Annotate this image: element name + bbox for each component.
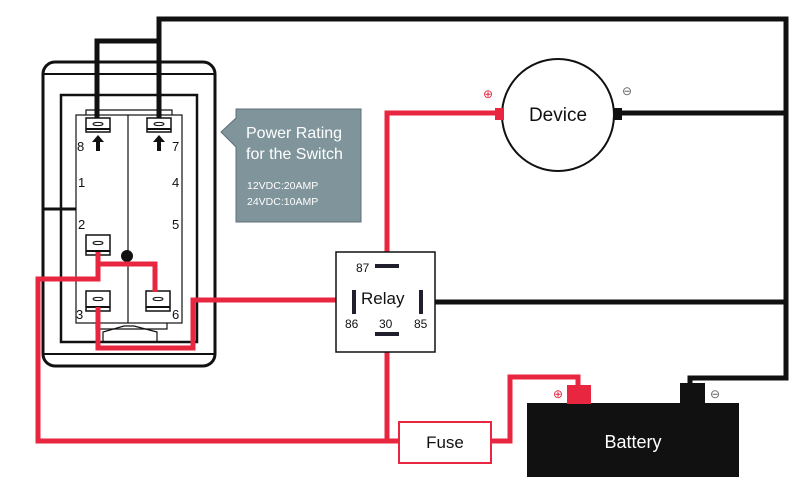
- switch-contact-panel: [75, 114, 183, 324]
- battery-body: [527, 403, 739, 477]
- pin-label-5: 5: [172, 217, 179, 232]
- arrow-up-icon-pin7: [153, 135, 165, 151]
- switch-inner-frame: [59, 93, 199, 344]
- positive-wires: [35, 110, 581, 444]
- callout-title-line1: Power Rating: [246, 125, 342, 142]
- terminal-8: [85, 117, 111, 133]
- pin-label-8: 8: [77, 139, 84, 154]
- relay-pin-30-label: 30: [379, 317, 393, 331]
- terminal-2: [85, 234, 111, 256]
- callout-rating-12v: 12VDC:20AMP: [247, 180, 318, 192]
- fuse-box: [398, 421, 492, 464]
- fuse-label: Fuse: [426, 433, 464, 452]
- relay-label: Relay: [361, 289, 405, 308]
- rocker-switch: 8 7 1 4 2 5 3 6: [41, 60, 217, 368]
- arrow-up-icon-pin8: [92, 135, 104, 151]
- battery-negative-icon: ⊖: [710, 387, 720, 401]
- device-label: Device: [529, 105, 587, 126]
- wire-pin2-to-pin6: [98, 261, 158, 292]
- relay-pin-85-label: 85: [414, 317, 428, 331]
- relay-pin-85-bar: [419, 290, 423, 314]
- device-negative-terminal: [613, 108, 622, 120]
- pin-label-1: 1: [78, 175, 85, 190]
- wire-relay87-to-device: [384, 110, 500, 266]
- pin-label-3: 3: [76, 307, 83, 322]
- device: Device ⊕ ⊖: [483, 58, 632, 172]
- switch-outer-housing: [41, 60, 217, 368]
- terminal-6: [145, 290, 171, 312]
- battery: Battery ⊕ ⊖: [527, 383, 739, 477]
- wire-pin3-to-relay86: [95, 297, 348, 351]
- relay-pin-86-bar: [352, 290, 356, 314]
- power-rating-callout: Power Rating for the Switch 12VDC:20AMP …: [220, 108, 362, 223]
- switch-top-tab: [85, 109, 173, 115]
- switch-actuator: [102, 325, 158, 342]
- negative-wires: [42, 16, 789, 386]
- relay-pin-87-bar: [375, 264, 399, 268]
- relay-pin-87-label: 87: [356, 261, 370, 275]
- battery-positive-icon: ⊕: [553, 387, 563, 401]
- callout-title-line2: for the Switch: [246, 146, 343, 163]
- terminal-7: [146, 117, 172, 133]
- wire-pin2-to-fuse: [35, 252, 402, 444]
- battery-negative-terminal: [680, 383, 705, 404]
- callout-box: [220, 108, 362, 223]
- fuse: Fuse: [398, 421, 492, 464]
- relay-pin-30-bar: [375, 332, 399, 336]
- pin-label-4: 4: [172, 175, 179, 190]
- callout-rating-24v: 24VDC:10AMP: [247, 196, 318, 208]
- device-negative-icon: ⊖: [622, 84, 632, 98]
- pin-label-2: 2: [78, 217, 85, 232]
- device-positive-terminal: [495, 108, 504, 120]
- pin-label-6: 6: [172, 307, 179, 322]
- battery-label: Battery: [604, 432, 661, 452]
- wire-top-rail: [156, 16, 789, 386]
- pin-label-7: 7: [172, 139, 179, 154]
- battery-positive-terminal: [567, 385, 591, 404]
- device-positive-icon: ⊕: [483, 87, 493, 101]
- wire-fuse-to-battery: [492, 374, 581, 444]
- switch-led-dot: [121, 250, 133, 262]
- relay-pin-86-label: 86: [345, 317, 359, 331]
- relay: Relay 87 86 30 85: [335, 251, 436, 353]
